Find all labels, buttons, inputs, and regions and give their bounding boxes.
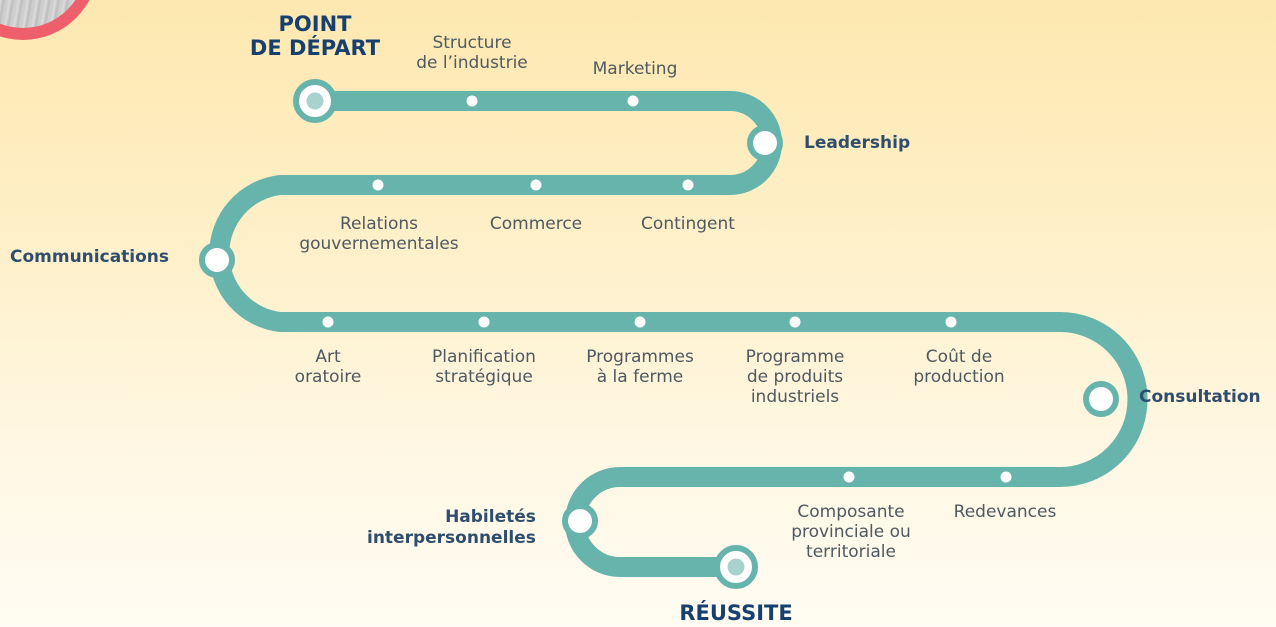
label-relations: Relations gouvernementales xyxy=(299,214,459,254)
path-dot-produits xyxy=(789,316,801,328)
label-communications: Communications xyxy=(10,247,170,267)
label-leadership: Leadership xyxy=(804,133,911,153)
label-consultation: Consultation xyxy=(1139,387,1261,407)
path-dot-art xyxy=(322,316,334,328)
station-habiletes xyxy=(562,503,598,539)
end-station-dot xyxy=(727,558,745,576)
label-art: Art oratoire xyxy=(294,347,362,387)
path-dot-cout xyxy=(945,316,957,328)
end-title: RÉUSSITE xyxy=(679,601,793,625)
path-dot-composante xyxy=(843,471,855,483)
label-habiletes: Habiletés interpersonnelles xyxy=(367,507,536,548)
path-dot-relations xyxy=(372,179,384,191)
label-commerce: Commerce xyxy=(489,214,583,234)
path-dot-contingent xyxy=(682,179,694,191)
label-marketing: Marketing xyxy=(592,59,678,79)
path-dot-redevances xyxy=(1000,471,1012,483)
station-leadership xyxy=(747,125,783,161)
label-redevances: Redevances xyxy=(953,502,1057,522)
label-composante: Composante provinciale ou territoriale xyxy=(791,502,911,562)
path-dot-marketing xyxy=(627,95,639,107)
label-produits: Programme de produits industriels xyxy=(745,347,845,407)
label-planification: Planification stratégique xyxy=(432,347,536,387)
start-station-dot xyxy=(306,92,324,110)
road-path xyxy=(209,91,1148,577)
label-structure: Structure de l’industrie xyxy=(416,33,528,73)
path-dot-commerce xyxy=(530,179,542,191)
station-communications xyxy=(199,242,235,278)
station-consultation xyxy=(1083,381,1119,417)
label-cout: Coût de production xyxy=(913,347,1005,387)
path-dot-programmes xyxy=(634,316,646,328)
path-dot-planification xyxy=(478,316,490,328)
path-dot-structure xyxy=(466,95,478,107)
label-contingent: Contingent xyxy=(641,214,735,234)
label-programmes: Programmes à la ferme xyxy=(586,347,694,387)
start-title: POINT DE DÉPART xyxy=(249,12,381,60)
